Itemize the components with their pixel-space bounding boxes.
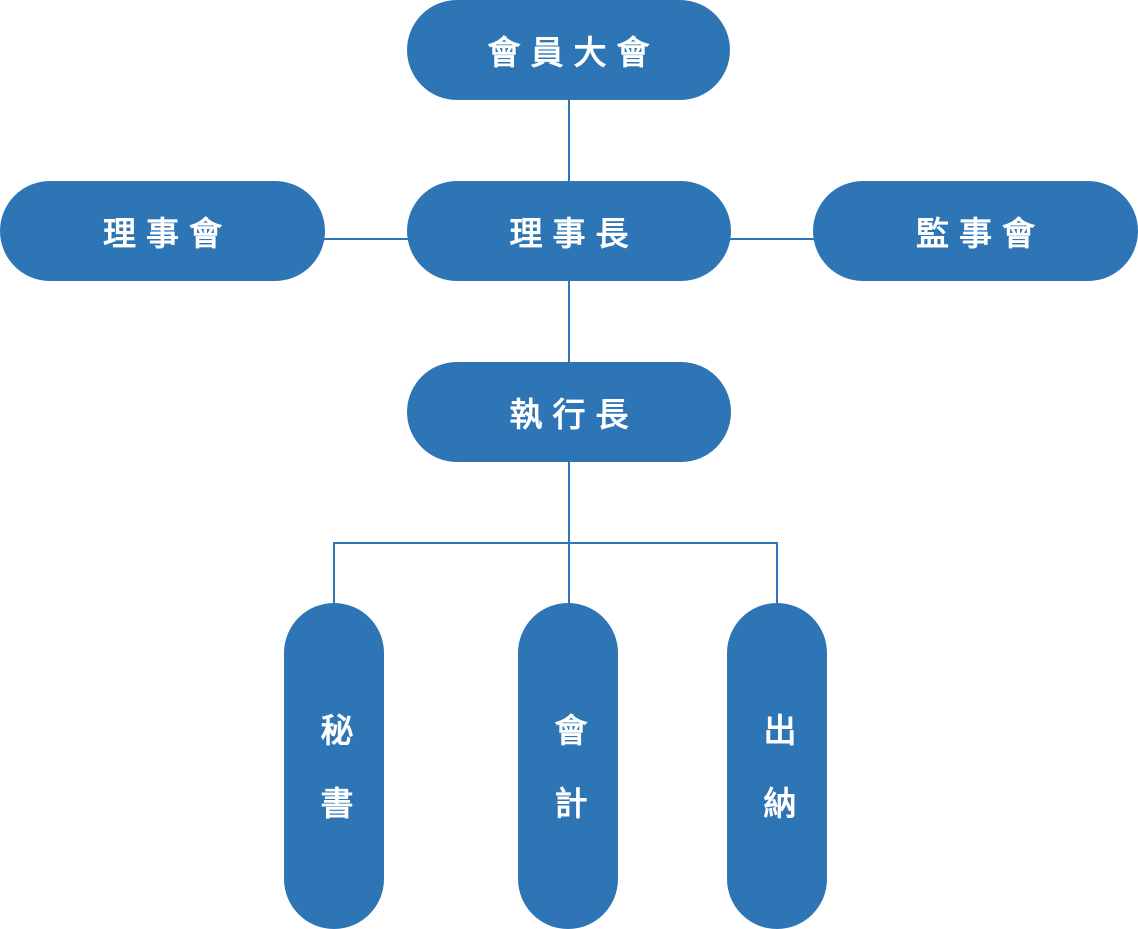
- connector-staff-branch: [333, 542, 778, 604]
- secretary-node: 秘書: [284, 603, 384, 929]
- executive-director-label: 執行長: [509, 395, 639, 434]
- accountant-node: 會計: [518, 603, 618, 929]
- cashier-label: 出納: [758, 713, 797, 859]
- chairman-label: 理事長: [509, 214, 639, 253]
- executive-director-node: 執行長: [407, 362, 731, 462]
- accountant-label: 會計: [549, 713, 588, 859]
- chairman-node: 理事長: [407, 181, 731, 281]
- general-assembly-node: 會員大會: [407, 0, 730, 100]
- cashier-node: 出納: [727, 603, 827, 929]
- board-of-directors-label: 理事會: [103, 214, 232, 253]
- secretary-label: 秘書: [315, 713, 354, 859]
- board-of-directors-node: 理事會: [0, 181, 325, 281]
- board-of-supervisors-node: 監事會: [813, 181, 1138, 281]
- general-assembly-label: 會員大會: [487, 33, 660, 72]
- board-of-supervisors-label: 監事會: [916, 214, 1045, 253]
